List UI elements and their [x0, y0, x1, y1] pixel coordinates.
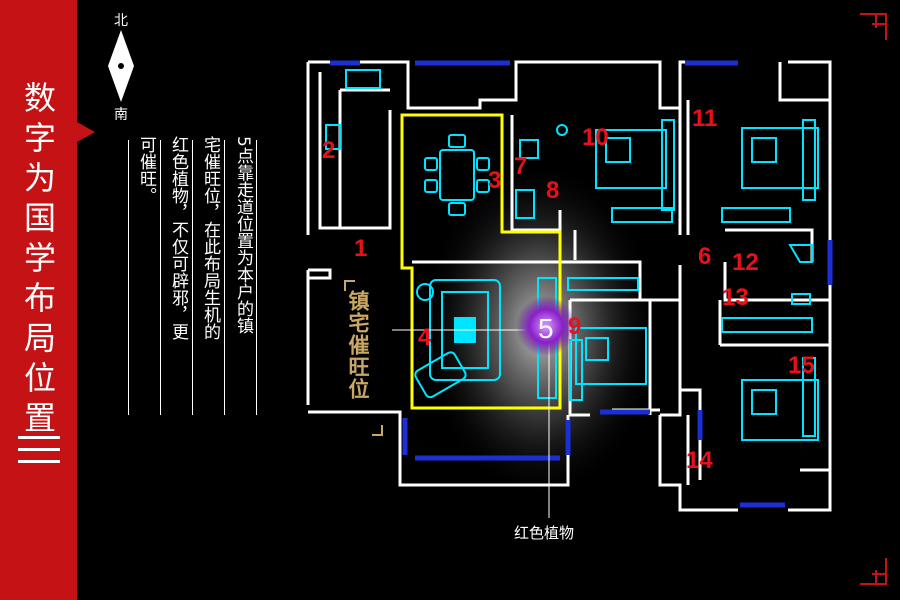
divider-line	[192, 140, 193, 415]
sidebar-title: 数字为国学布局位置	[20, 78, 60, 438]
sidebar-title-char: 局	[23, 319, 56, 357]
sidebar-title-char: 字	[23, 119, 56, 157]
divider-line	[160, 140, 161, 415]
windows	[330, 60, 833, 508]
marker-number: 5	[538, 313, 554, 344]
room-number-3: 3	[488, 167, 501, 194]
compass-needle-icon	[108, 30, 134, 102]
corner-ornament-icon	[860, 13, 887, 585]
compass-south-label: 南	[114, 107, 128, 123]
description-col-4: 可催旺。	[136, 136, 156, 204]
sidebar-arrow	[77, 122, 95, 142]
label-bracket-bottom	[372, 425, 383, 436]
room-number-1: 1	[354, 235, 367, 262]
room-number-2: 2	[322, 137, 335, 164]
sidebar-title-char: 为	[23, 159, 56, 197]
room-number-13: 13	[722, 284, 749, 311]
sidebar-title-char: 数	[23, 79, 56, 117]
room-number-12: 12	[732, 249, 759, 276]
room-number-7: 7	[514, 153, 527, 180]
sidebar-title-char: 学	[23, 239, 56, 277]
room-number-15: 15	[788, 352, 815, 379]
room-number-14: 14	[686, 447, 713, 474]
label-bracket-top	[344, 280, 355, 291]
sidebar-title-char: 布	[23, 279, 56, 317]
compass-north-label: 北	[114, 13, 128, 29]
sidebar-title-char: 位	[23, 359, 56, 397]
divider-line	[256, 140, 257, 415]
room-number-11: 11	[692, 105, 717, 132]
room-number-8: 8	[546, 177, 559, 204]
divider-line	[128, 140, 129, 415]
position-5-marker	[516, 296, 576, 356]
sidebar-title-char: 国	[23, 199, 56, 237]
room-number-9: 9	[568, 313, 581, 340]
description-col-2: 宅催旺位，在此布局生机的	[200, 136, 220, 340]
highlight-label: 镇宅催旺位	[346, 290, 371, 400]
room-number-4: 4	[418, 324, 432, 351]
sidebar-title-char: 置	[23, 399, 56, 437]
sidebar	[0, 0, 77, 600]
living-zone-outline	[400, 113, 562, 410]
description-col-3: 红色植物，不仅可辟邪，更	[168, 136, 188, 340]
description-col-1: 5点靠走道位置为本户的镇	[233, 136, 253, 334]
divider-line	[224, 140, 225, 415]
room-number-10: 10	[582, 124, 609, 151]
plant-callout-label: 红色植物	[514, 524, 575, 542]
room-number-6: 6	[698, 243, 711, 270]
sidebar-triple-lines-icon	[18, 436, 60, 472]
